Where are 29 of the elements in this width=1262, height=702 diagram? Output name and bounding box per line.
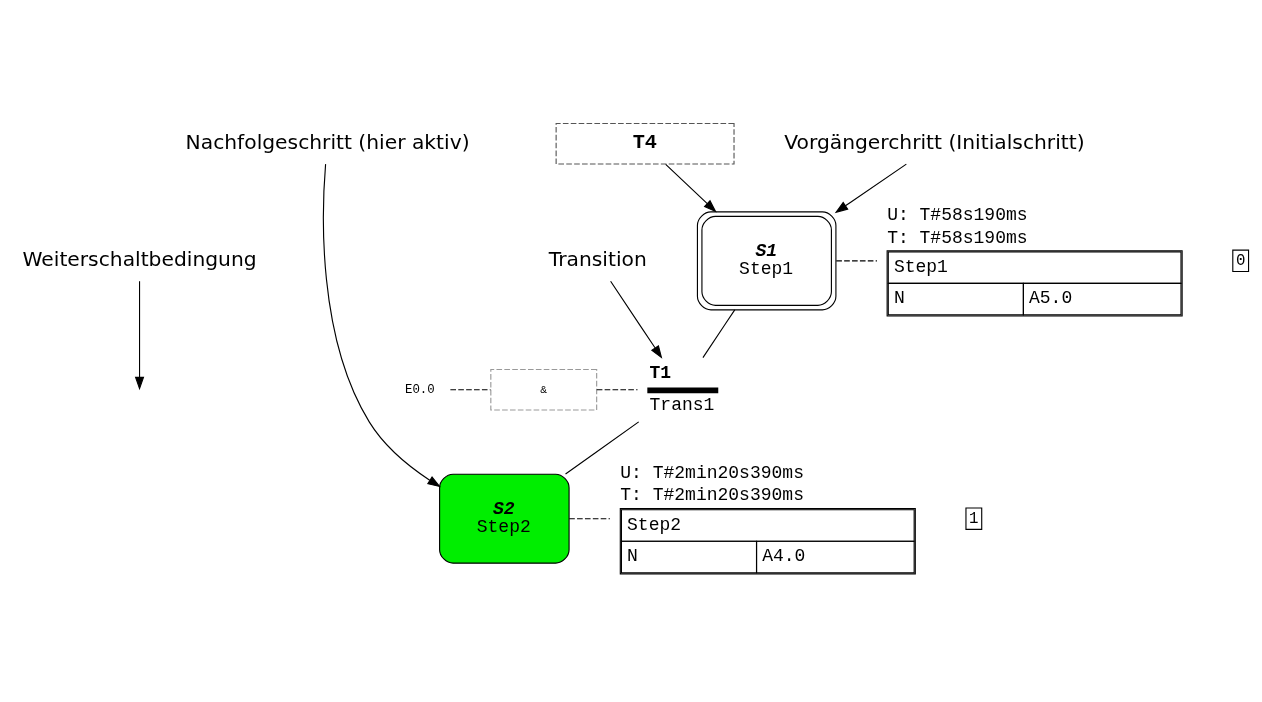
node-box: 1 [965,506,983,530]
connector [568,517,611,519]
node-text: Transition [548,246,647,271]
node-text: Nachfolgeschritt (hier aktiv) [185,129,470,154]
node-box [647,387,719,393]
node-text: Vorgängerchritt (Initialschritt) [784,129,1085,154]
node-label: Trans1 [649,394,715,415]
connector [835,259,878,261]
arrow [322,163,441,487]
arrow [665,163,717,213]
node-box: S1 Step1 [696,210,837,310]
node-label: T1 [649,362,672,383]
node-box: & [490,368,598,411]
node-box: T4 [555,122,735,165]
node-text: Weiterschaltbedingung [22,246,257,271]
connector [564,420,640,475]
connector [449,388,492,390]
arrow [610,280,663,359]
node-label: T: T#2min20s390ms [620,484,804,505]
connector [702,308,736,358]
node-label: U: T#58s190ms [887,204,1028,225]
node-text: E0.0 [405,382,435,397]
connector [596,388,639,390]
node-box: S2 Step2 [439,473,570,564]
node-box: 0 [1232,249,1250,272]
node-label: T: T#58s190ms [887,227,1028,248]
arrow [834,163,907,213]
arrow [134,280,145,390]
node-label: U: T#2min20s390ms [620,462,804,483]
